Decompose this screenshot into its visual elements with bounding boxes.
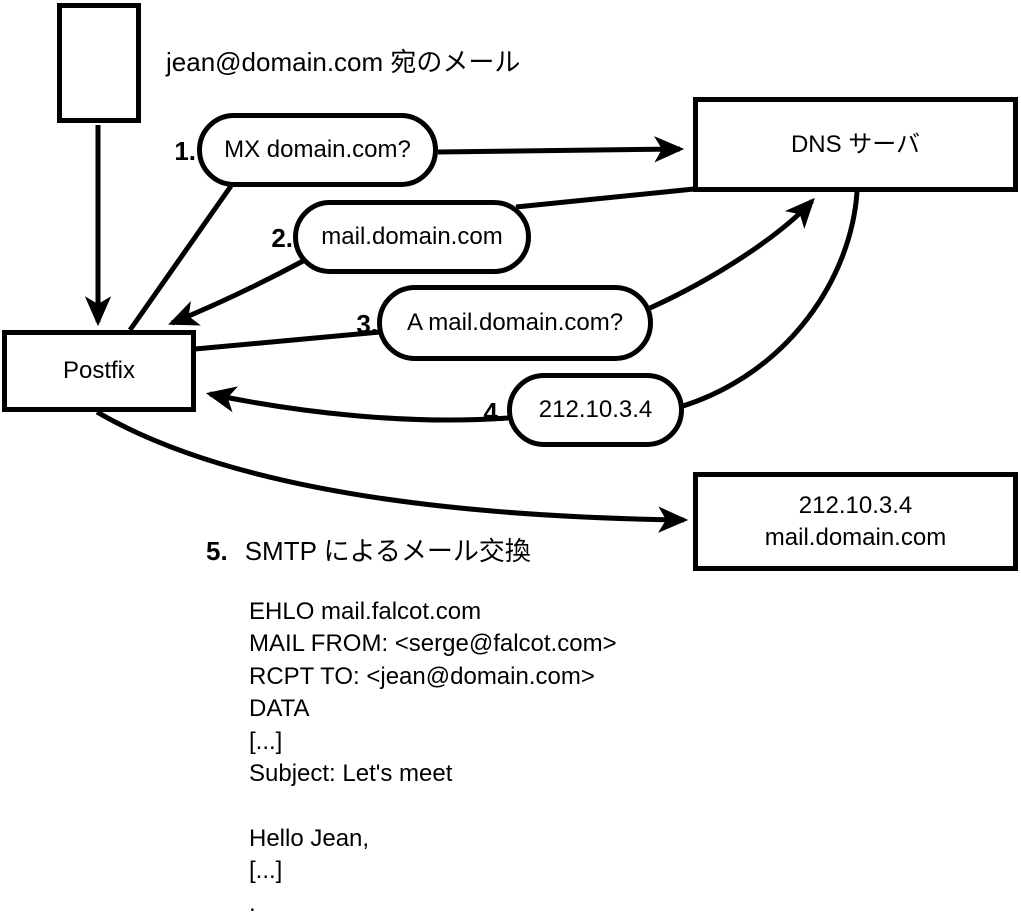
step-number-5: 5. [206,536,228,566]
edge-answer2-to-postfix [168,258,305,326]
query-a-pill: A mail.domain.com? [377,285,653,361]
smtp-line-ehlo: EHLO mail.falcot.com [249,598,482,625]
smtp-session-transcript: EHLO mail.falcot.com MAIL FROM: <serge@f… [249,596,617,919]
smtp-line-blank [249,790,617,822]
mail-server-ip: 212.10.3.4 [798,492,913,520]
answer-a-pill: 212.10.3.4 [507,373,684,447]
answer-a-label: 212.10.3.4 [538,396,653,424]
smtp-line-hello: Hello Jean, [249,824,370,852]
smtp-line-mail-from: MAIL FROM: <serge@falcot.com> [249,630,617,658]
mail-server-hostname: mail.domain.com [764,523,947,551]
edge-query3-to-dns [648,197,815,311]
dns-server-label: DNS サーバ [790,130,921,158]
edge-postfix-to-mailserver [95,409,689,533]
incoming-mail-note: jean@domain.com 宛のメール [166,47,521,77]
dns-server-node: DNS サーバ [693,97,1018,192]
query-mx-pill: MX domain.com? [197,113,438,187]
smtp-line-ellipsis-1: [...] [249,727,283,755]
edge-query1-to-dns [437,136,685,163]
mail-message-node [57,3,141,123]
step-number-1: 1. [174,136,196,166]
answer-mx-pill: mail.domain.com [293,200,531,274]
smtp-line-rcpt-to: RCPT TO: <jean@domain.com> [249,662,595,690]
step-number-3: 3. [356,309,378,339]
postfix-label: Postfix [62,357,136,385]
query-mx-label: MX domain.com? [224,136,411,164]
answer-mx-label: mail.domain.com [321,223,503,251]
smtp-line-end-dot: . [249,889,256,917]
query-a-label: A mail.domain.com? [406,309,624,337]
step-number-2: 2. [271,223,293,253]
smtp-line-ellipsis-2: [...] [249,857,283,885]
mail-server-node: 212.10.3.4 mail.domain.com [693,472,1018,571]
edge-dns-to-answer2 [515,186,695,210]
edge-postfix-to-query1 [127,184,234,332]
edge-dns-to-answer4 [682,191,860,409]
smtp-line-data: DATA [249,695,310,723]
step-5-label: SMTP によるメール交換 [244,536,531,566]
step-number-4: 4. [483,397,505,427]
edge-answer4-to-postfix [205,386,509,423]
smtp-line-subject: Subject: Let's meet [249,759,453,787]
edge-postfix-to-query3 [194,329,381,352]
step-5-caption: 5. SMTP によるメール交換 [206,531,531,568]
postfix-node: Postfix [2,330,196,412]
